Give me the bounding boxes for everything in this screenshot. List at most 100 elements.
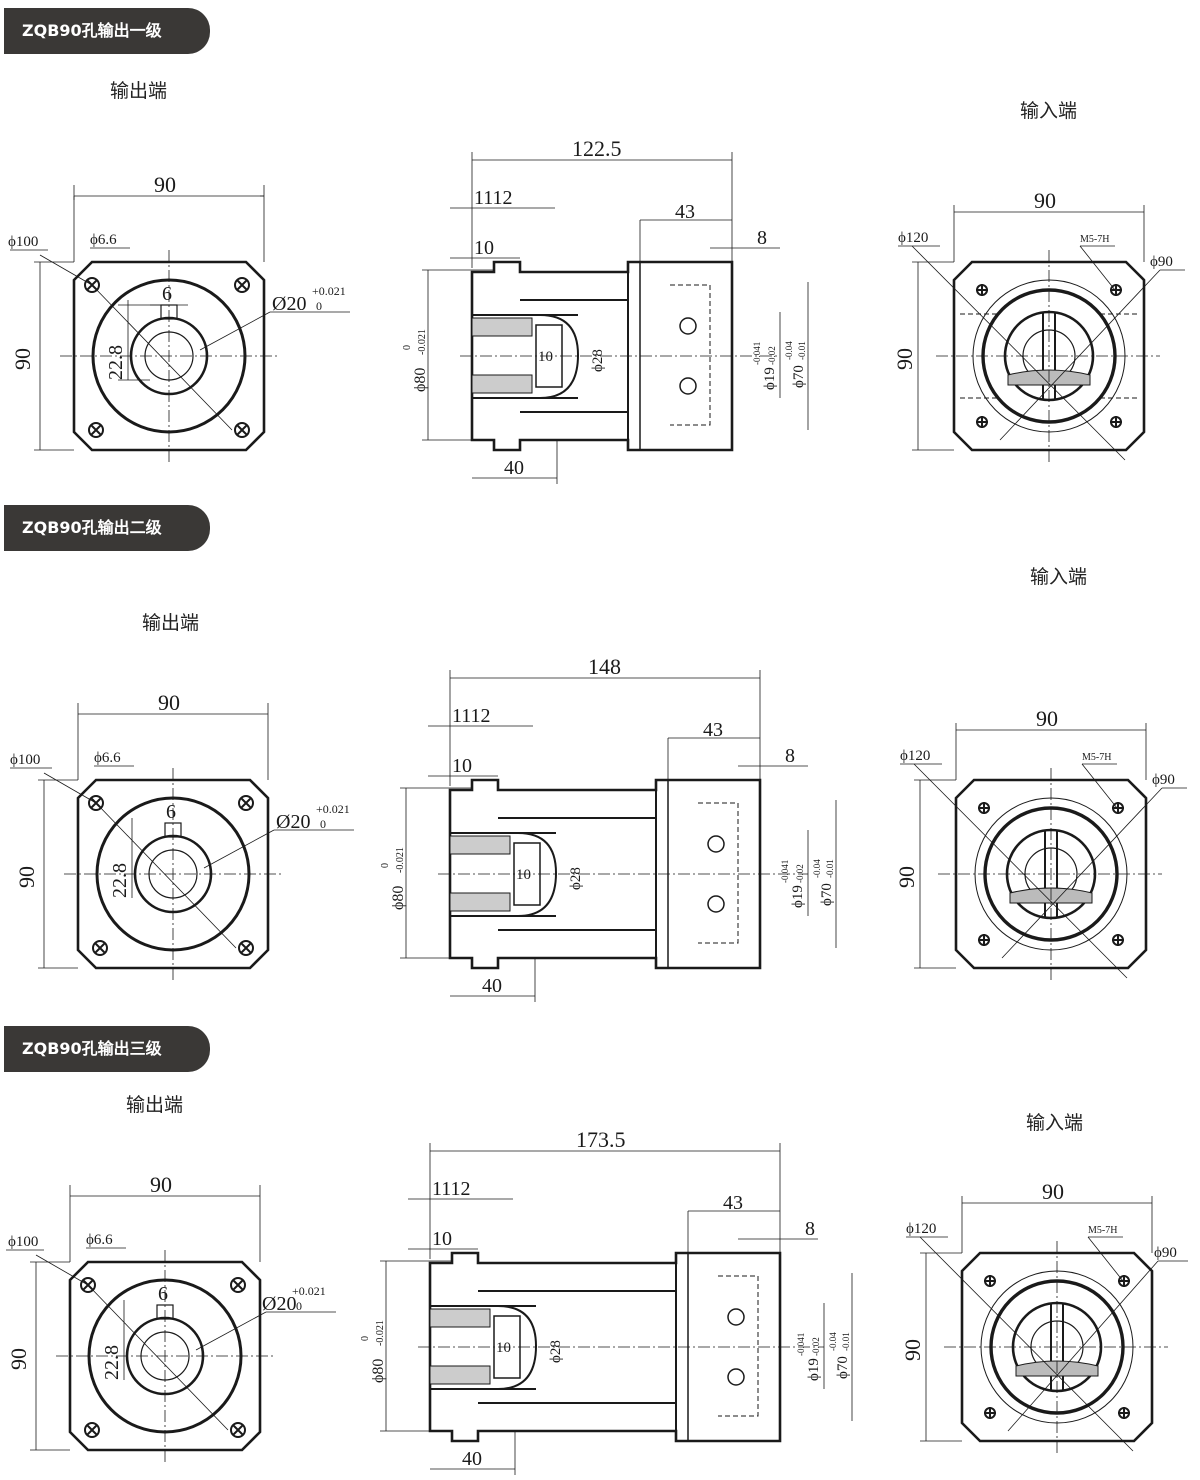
dim-inner-10: 10 <box>538 349 553 365</box>
dim-input-bore: ϕ19 <box>806 1358 822 1381</box>
dim-inner-28: ϕ28 <box>548 1340 564 1363</box>
dim-width: 90 <box>1036 706 1058 731</box>
section-title: ZQB90孔输出三级 <box>4 1026 210 1072</box>
dim-total-length: 148 <box>588 654 621 679</box>
dim-bore: Ø20 <box>272 293 306 315</box>
dim-hole: ϕ6.6 <box>90 232 117 248</box>
dim-inner-10: 10 <box>496 1340 511 1356</box>
dim-pilot-tol-lower: -0.021 <box>417 329 428 355</box>
dim-input-pilot: ϕ70 <box>791 365 807 388</box>
dim-43: 43 <box>723 1192 743 1214</box>
dim-input-bore-tol-lower: -0.02 <box>795 864 805 883</box>
dim-thread: M5-7H <box>1080 234 1109 245</box>
output-end-label: 输出端 <box>142 612 200 634</box>
dim-inner-28: ϕ28 <box>568 867 584 890</box>
dim-height: 90 <box>14 866 39 888</box>
output-end-label: 输出端 <box>126 1094 184 1116</box>
dim-bolt-circle: ϕ100 <box>10 752 40 768</box>
input-end-label: 输入端 <box>1026 1112 1084 1134</box>
dim-pilot-tol-upper: 0 <box>380 863 391 868</box>
dim-input-bore-tol-upper: -0.041 <box>780 860 790 883</box>
dim-43: 43 <box>675 201 695 223</box>
dim-keyway-depth: 22.8 <box>105 345 127 380</box>
dim-40: 40 <box>462 1448 482 1470</box>
section-title: ZQB90孔输出二级 <box>4 505 210 551</box>
dim-input-bore-tol-upper: -0.041 <box>752 342 762 365</box>
dim-input-bore: ϕ19 <box>762 367 778 390</box>
dim-height: 90 <box>6 1348 31 1370</box>
dim-bore-tol-lower: 0 <box>316 299 322 313</box>
dim-thread: M5-7H <box>1082 752 1111 763</box>
dim-pilot: ϕ80 <box>390 886 407 910</box>
dim-input-pilot-tol-upper: -0.04 <box>784 341 794 360</box>
dim-input-bore: ϕ19 <box>790 885 806 908</box>
dim-bore-tol-upper: +0.021 <box>316 802 350 816</box>
input-end-label: 输入端 <box>1030 566 1088 588</box>
dim-inner-10: 10 <box>516 867 531 883</box>
dim-input-pilot: ϕ90 <box>1154 1245 1177 1261</box>
dim-bolt-circle: ϕ120 <box>898 230 928 246</box>
dim-bore-tol-lower: 0 <box>320 817 326 831</box>
dim-total-length: 122.5 <box>572 136 622 161</box>
dim-input-bore-tol-upper: -0.041 <box>796 1333 806 1356</box>
section-title: ZQB90孔输出一级 <box>4 8 210 54</box>
dim-inner-28: ϕ28 <box>590 349 606 372</box>
input-end-view <box>898 205 1185 462</box>
dim-width: 90 <box>158 690 180 715</box>
dim-input-pilot: ϕ70 <box>819 883 835 906</box>
dim-hole: ϕ6.6 <box>94 750 121 766</box>
dim-bolt-circle: ϕ100 <box>8 234 38 250</box>
dim-input-pilot-tol-lower: -0.01 <box>825 859 835 878</box>
dim-pilot: ϕ80 <box>412 368 429 392</box>
dim-width: 90 <box>154 172 176 197</box>
dim-bolt-circle: ϕ120 <box>900 748 930 764</box>
dim-pilot-tol-upper: 0 <box>402 345 413 350</box>
dim-thread: M5-7H <box>1088 1225 1117 1236</box>
dim-keyway-depth: 22.8 <box>101 1345 123 1380</box>
dim-keyway-depth: 22.8 <box>109 863 131 898</box>
dim-width: 90 <box>1034 188 1056 213</box>
dim-height: 90 <box>894 866 919 888</box>
dim-keyway-width: 6 <box>158 1283 168 1305</box>
dim-input-bore-tol-lower: -0.02 <box>811 1337 821 1356</box>
dim-10: 10 <box>474 237 494 259</box>
dim-input-pilot-tol-lower: -0.01 <box>797 341 807 360</box>
dim-height: 90 <box>10 348 35 370</box>
dim-keyway-width: 6 <box>162 283 172 305</box>
dim-11-12: 1112 <box>452 705 491 727</box>
dim-10: 10 <box>452 755 472 777</box>
dim-input-pilot: ϕ90 <box>1152 772 1175 788</box>
dim-pilot-tol-lower: -0.021 <box>395 847 406 873</box>
dim-hole: ϕ6.6 <box>86 1232 113 1248</box>
section-2-drawing: 90 90 ϕ100 ϕ6.6 6 22.8 Ø20 +0.021 0 <box>10 654 1187 1002</box>
dim-bolt-circle: ϕ100 <box>8 1234 38 1250</box>
dim-height: 90 <box>900 1339 925 1361</box>
output-end-view <box>10 185 350 462</box>
dim-bore-tol-lower: 0 <box>296 1299 302 1313</box>
dim-bore: Ø20 <box>262 1293 296 1315</box>
dim-43: 43 <box>703 719 723 741</box>
dim-keyway-width: 6 <box>166 801 176 823</box>
dim-input-pilot-tol-lower: -0.01 <box>841 1332 851 1351</box>
dim-input-pilot: ϕ90 <box>1150 254 1173 270</box>
dim-pilot: ϕ80 <box>370 1359 387 1383</box>
dim-input-pilot-tol-upper: -0.04 <box>812 859 822 878</box>
dim-40: 40 <box>504 457 524 479</box>
dim-pilot-tol-lower: -0.021 <box>375 1320 386 1346</box>
dim-pilot-tol-upper: 0 <box>360 1336 371 1341</box>
dim-8: 8 <box>785 745 795 767</box>
section-1-drawing: 90 90 ϕ100 ϕ6.6 6 22.8 Ø20 +0.021 0 122.… <box>8 136 1185 484</box>
dim-total-length: 173.5 <box>576 1127 626 1152</box>
dim-input-pilot: ϕ70 <box>835 1356 851 1379</box>
dim-bolt-circle: ϕ120 <box>906 1221 936 1237</box>
dim-8: 8 <box>757 227 767 249</box>
dim-width: 90 <box>1042 1179 1064 1204</box>
dim-bore: Ø20 <box>276 811 310 833</box>
dim-bore-tol-upper: +0.021 <box>292 1284 326 1298</box>
dim-input-bore-tol-lower: -0.02 <box>767 346 777 365</box>
dim-40: 40 <box>482 975 502 997</box>
input-end-label: 输入端 <box>1020 100 1078 122</box>
dim-bore-tol-upper: +0.021 <box>312 284 346 298</box>
